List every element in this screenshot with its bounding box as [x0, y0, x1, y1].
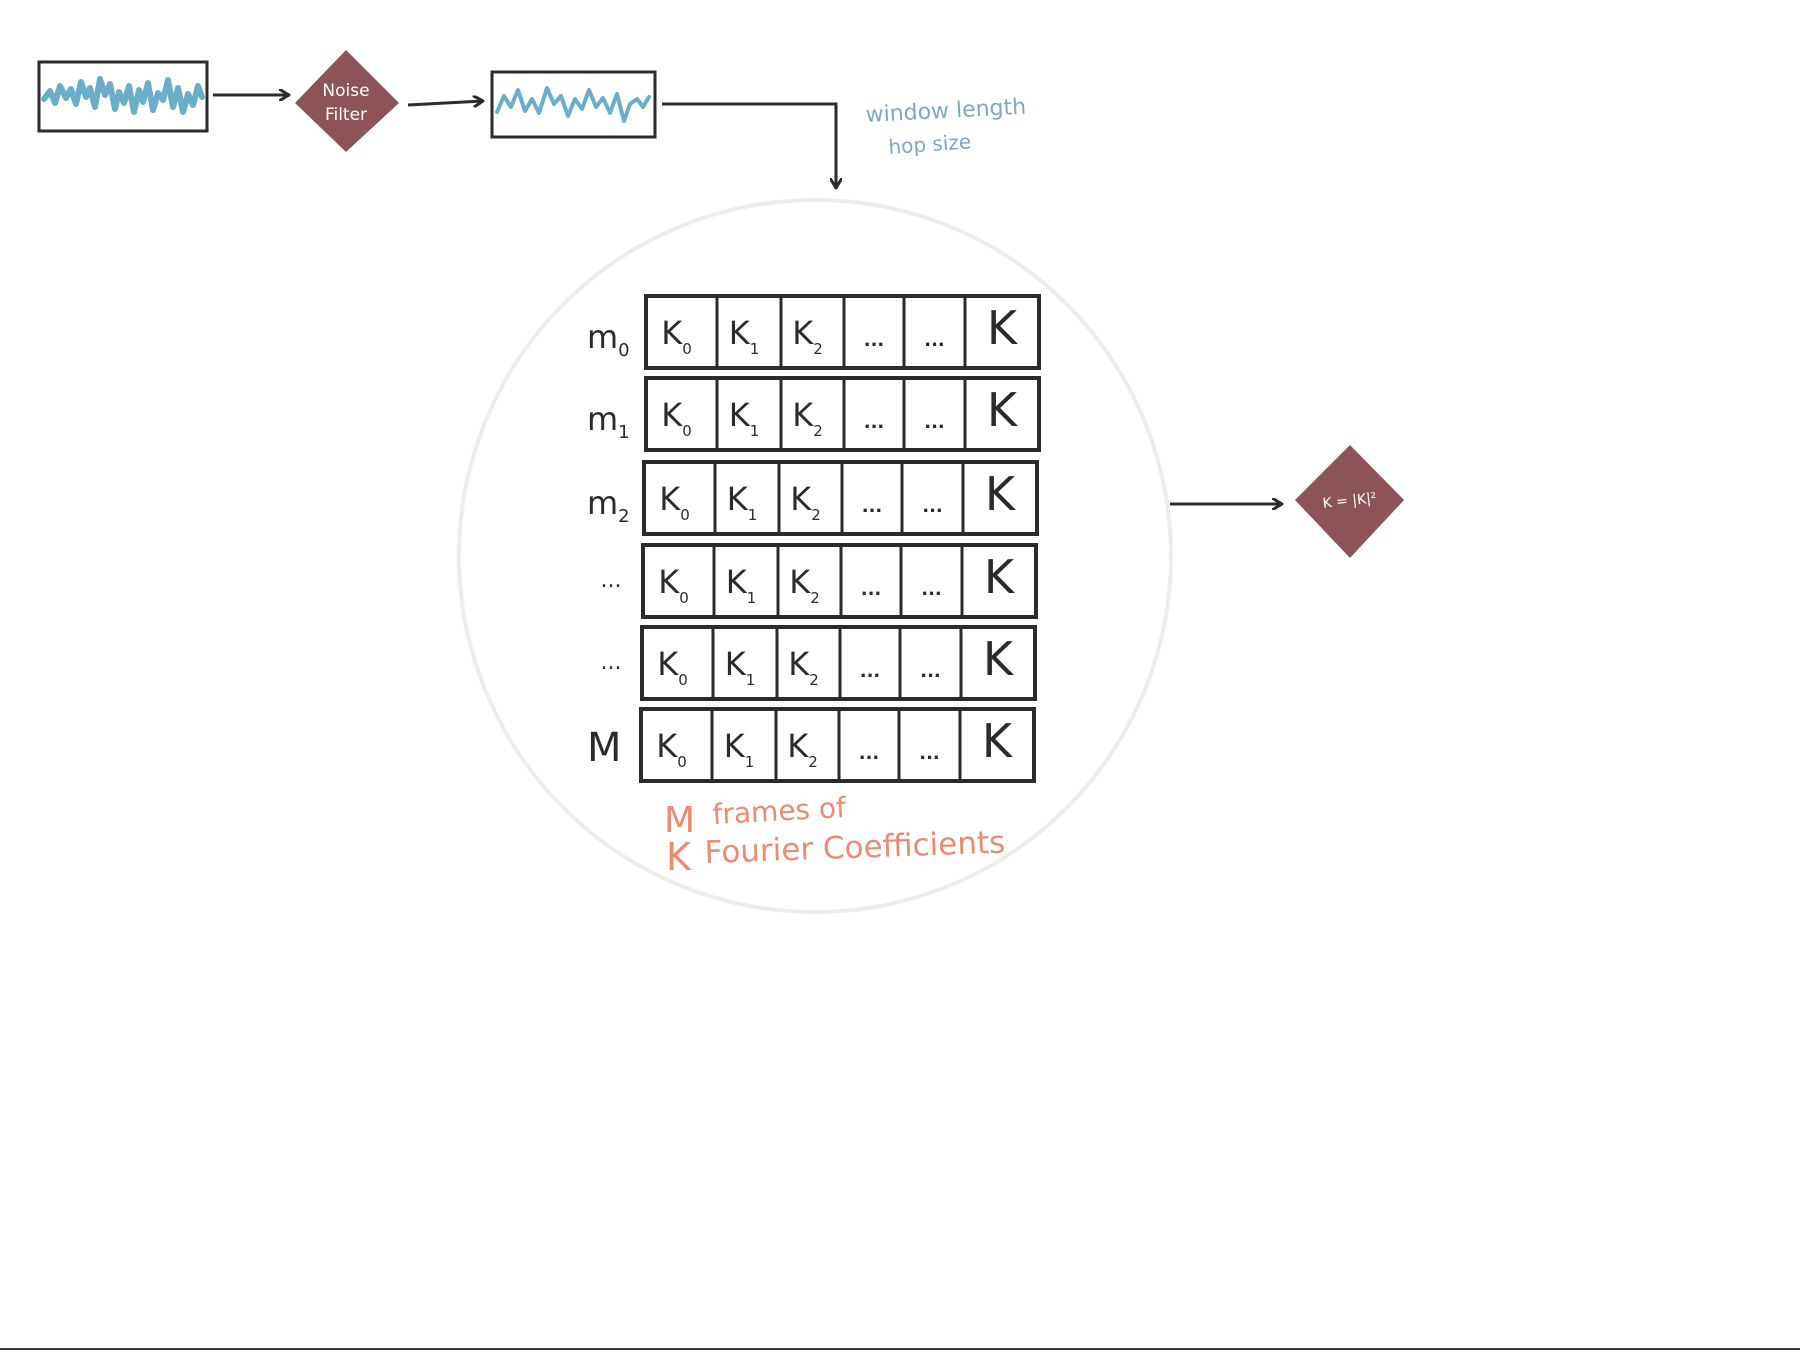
row-label-4: ...: [601, 650, 622, 675]
coefficient-cell-r0-c4: ...: [924, 330, 945, 351]
coefficient-cell-r0-c3: ...: [864, 330, 885, 351]
filtered-waveform: [495, 86, 651, 123]
row-label-1: m1: [587, 400, 630, 443]
stft-circle: [457, 198, 1173, 914]
coefficient-cell-r4-c5: K: [983, 632, 1015, 686]
raw-waveform: [41, 76, 205, 115]
coefficient-cell-r1-c4: ...: [924, 412, 945, 433]
coefficient-cell-r1-c5: K: [987, 383, 1019, 437]
frame-row-labels: m0 m1 m2...... M: [587, 318, 630, 771]
row-label-0: m0: [587, 318, 630, 361]
filtered-signal-box: [490, 70, 657, 139]
coefficient-cell-r1-c3: ...: [864, 412, 885, 433]
coefficient-cell-r2-c5: K: [985, 467, 1017, 521]
caption-fourier-coefficients: Fourier Coefficients: [704, 825, 1006, 871]
window-length-note: window length: [865, 95, 1027, 128]
power-node: K = |K|²: [1295, 445, 1404, 558]
coefficient-cell-r5-c3: ...: [859, 743, 880, 764]
coefficient-cell-r5-c5: K: [982, 714, 1014, 768]
noise-filter-label-line1: Noise: [322, 81, 369, 101]
caption-frames-of: frames of: [712, 791, 848, 831]
connector-to-stft: [662, 102, 836, 188]
hop-size-note: hop size: [888, 129, 972, 159]
coefficient-cell-r5-c4: ...: [919, 743, 940, 764]
coefficient-cell-r4-c4: ...: [920, 661, 941, 682]
coefficient-cell-r4-c3: ...: [860, 661, 881, 682]
row-label-2: m2: [587, 484, 630, 527]
coefficient-cell-r3-c5: K: [984, 550, 1016, 604]
coefficient-cell-r3-c3: ...: [861, 579, 882, 600]
arrow-filter-to-clean: [407, 101, 483, 105]
caption-m-letter: M: [664, 800, 695, 841]
caption-k-letter: K: [666, 835, 692, 879]
coefficient-cell-r2-c4: ...: [922, 496, 943, 517]
noise-filter-node: Noise Filter: [295, 50, 399, 152]
raw-signal-box: [37, 60, 209, 133]
row-label-3: ...: [601, 568, 622, 593]
row-label-5: M: [587, 725, 622, 771]
grid-caption: M frames of K Fourier Coefficients: [664, 791, 1006, 879]
coefficient-cell-r2-c3: ...: [862, 496, 883, 517]
coefficient-cell-r3-c4: ...: [921, 579, 942, 600]
noise-filter-label-line2: Filter: [325, 105, 367, 125]
coefficient-cell-r0-c5: K: [987, 301, 1019, 355]
power-node-label: K = |K|²: [1322, 490, 1377, 512]
